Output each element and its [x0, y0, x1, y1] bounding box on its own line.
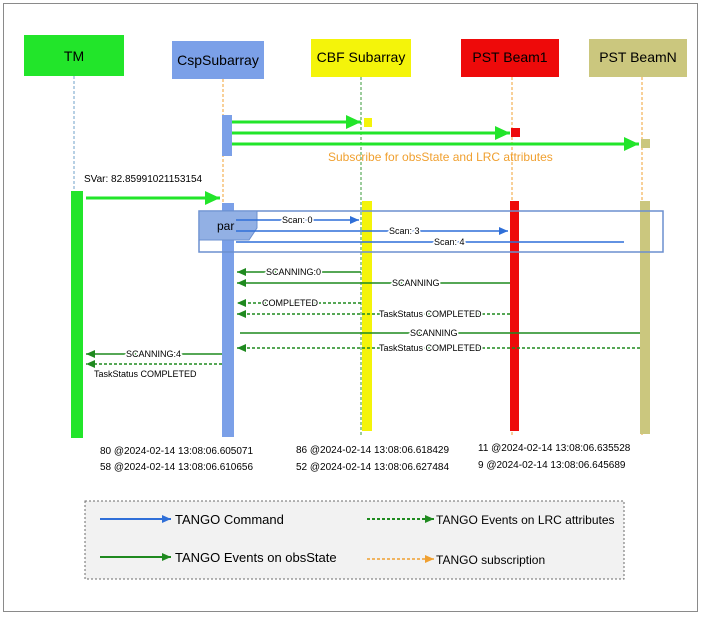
event-scanning-pst1-label: SCANNING: [392, 278, 440, 288]
participant-cbf-label: CBF Subarray: [317, 49, 406, 65]
participant-csp-label: CspSubarray: [177, 52, 259, 68]
scan-command-pstn-label: Scan: 4: [434, 237, 465, 247]
activation-csp: [222, 203, 234, 437]
event-scanning-tm-label: SCANNING:4: [126, 349, 181, 359]
activation-pstn: [640, 201, 650, 434]
participant-pst-beam1: PST Beam1: [461, 39, 559, 77]
activation-tm: [71, 191, 83, 438]
event-task-completed-pstn-label: TaskStatus COMPLETED: [379, 343, 482, 353]
event-scanning-cbf-label: SCANNING:0: [266, 267, 321, 277]
event-task-completed-tm-label: TaskStatus COMPLETED: [94, 369, 197, 379]
timestamp-csp-2: 58 @2024-02-14 13:08:06.610656: [100, 462, 253, 473]
diagram-frame: TM CspSubarray CBF Subarray PST Beam1 PS…: [3, 3, 698, 612]
scan-command-pst1-label: Scan: 3: [389, 226, 420, 236]
event-completed-cbf-label: COMPLETED: [262, 298, 319, 308]
event-task-completed-pst1-label: TaskStatus COMPLETED: [379, 309, 482, 319]
timestamp-pst-1: 11 @2024-02-14 13:08:06.635528: [478, 443, 631, 454]
scan-command-cbf-label: Scan: 0: [282, 215, 313, 225]
activation-pst1: [510, 201, 519, 431]
participant-pst-beamn: PST BeamN: [589, 39, 687, 77]
sequence-diagram: TM CspSubarray CBF Subarray PST Beam1 PS…: [24, 35, 687, 580]
participant-cbf-subarray: CBF Subarray: [311, 39, 411, 77]
participant-pstn-label: PST BeamN: [599, 49, 677, 65]
participant-pst1-label: PST Beam1: [472, 49, 547, 65]
participant-csp-subarray: CspSubarray: [172, 41, 264, 79]
timestamp-cbf-2: 52 @2024-02-14 13:08:06.627484: [296, 462, 449, 473]
subscribe-note: Subscribe for obsState and LRC attribute…: [328, 150, 553, 164]
legend: TANGO Command TANGO Events on LRC attrib…: [84, 500, 625, 580]
csp-subscribe-activation: [222, 115, 232, 156]
timestamp-pst-2: 9 @2024-02-14 13:08:06.645689: [478, 460, 626, 471]
legend-lrc-label: TANGO Events on LRC attributes: [436, 513, 615, 527]
pstn-subscribe-target: [641, 139, 650, 148]
event-scanning-pstn-label: SCANNING: [410, 328, 458, 338]
activation-cbf: [362, 201, 372, 431]
pst1-subscribe-target: [511, 128, 520, 137]
legend-subscription-label: TANGO subscription: [436, 553, 545, 567]
participant-tm: TM: [24, 35, 124, 76]
timestamp-csp-1: 80 @2024-02-14 13:08:06.605071: [100, 446, 253, 457]
par-label: par: [217, 219, 234, 233]
par-tab: [198, 210, 258, 241]
participant-tm-label: TM: [64, 48, 84, 64]
svar-label: SVar: 82.85991021153154: [84, 174, 203, 185]
legend-obsstate-label: TANGO Events on obsState: [175, 550, 337, 565]
legend-command-label: TANGO Command: [175, 512, 284, 527]
cbf-subscribe-target: [364, 118, 372, 127]
timestamp-cbf-1: 86 @2024-02-14 13:08:06.618429: [296, 445, 449, 456]
